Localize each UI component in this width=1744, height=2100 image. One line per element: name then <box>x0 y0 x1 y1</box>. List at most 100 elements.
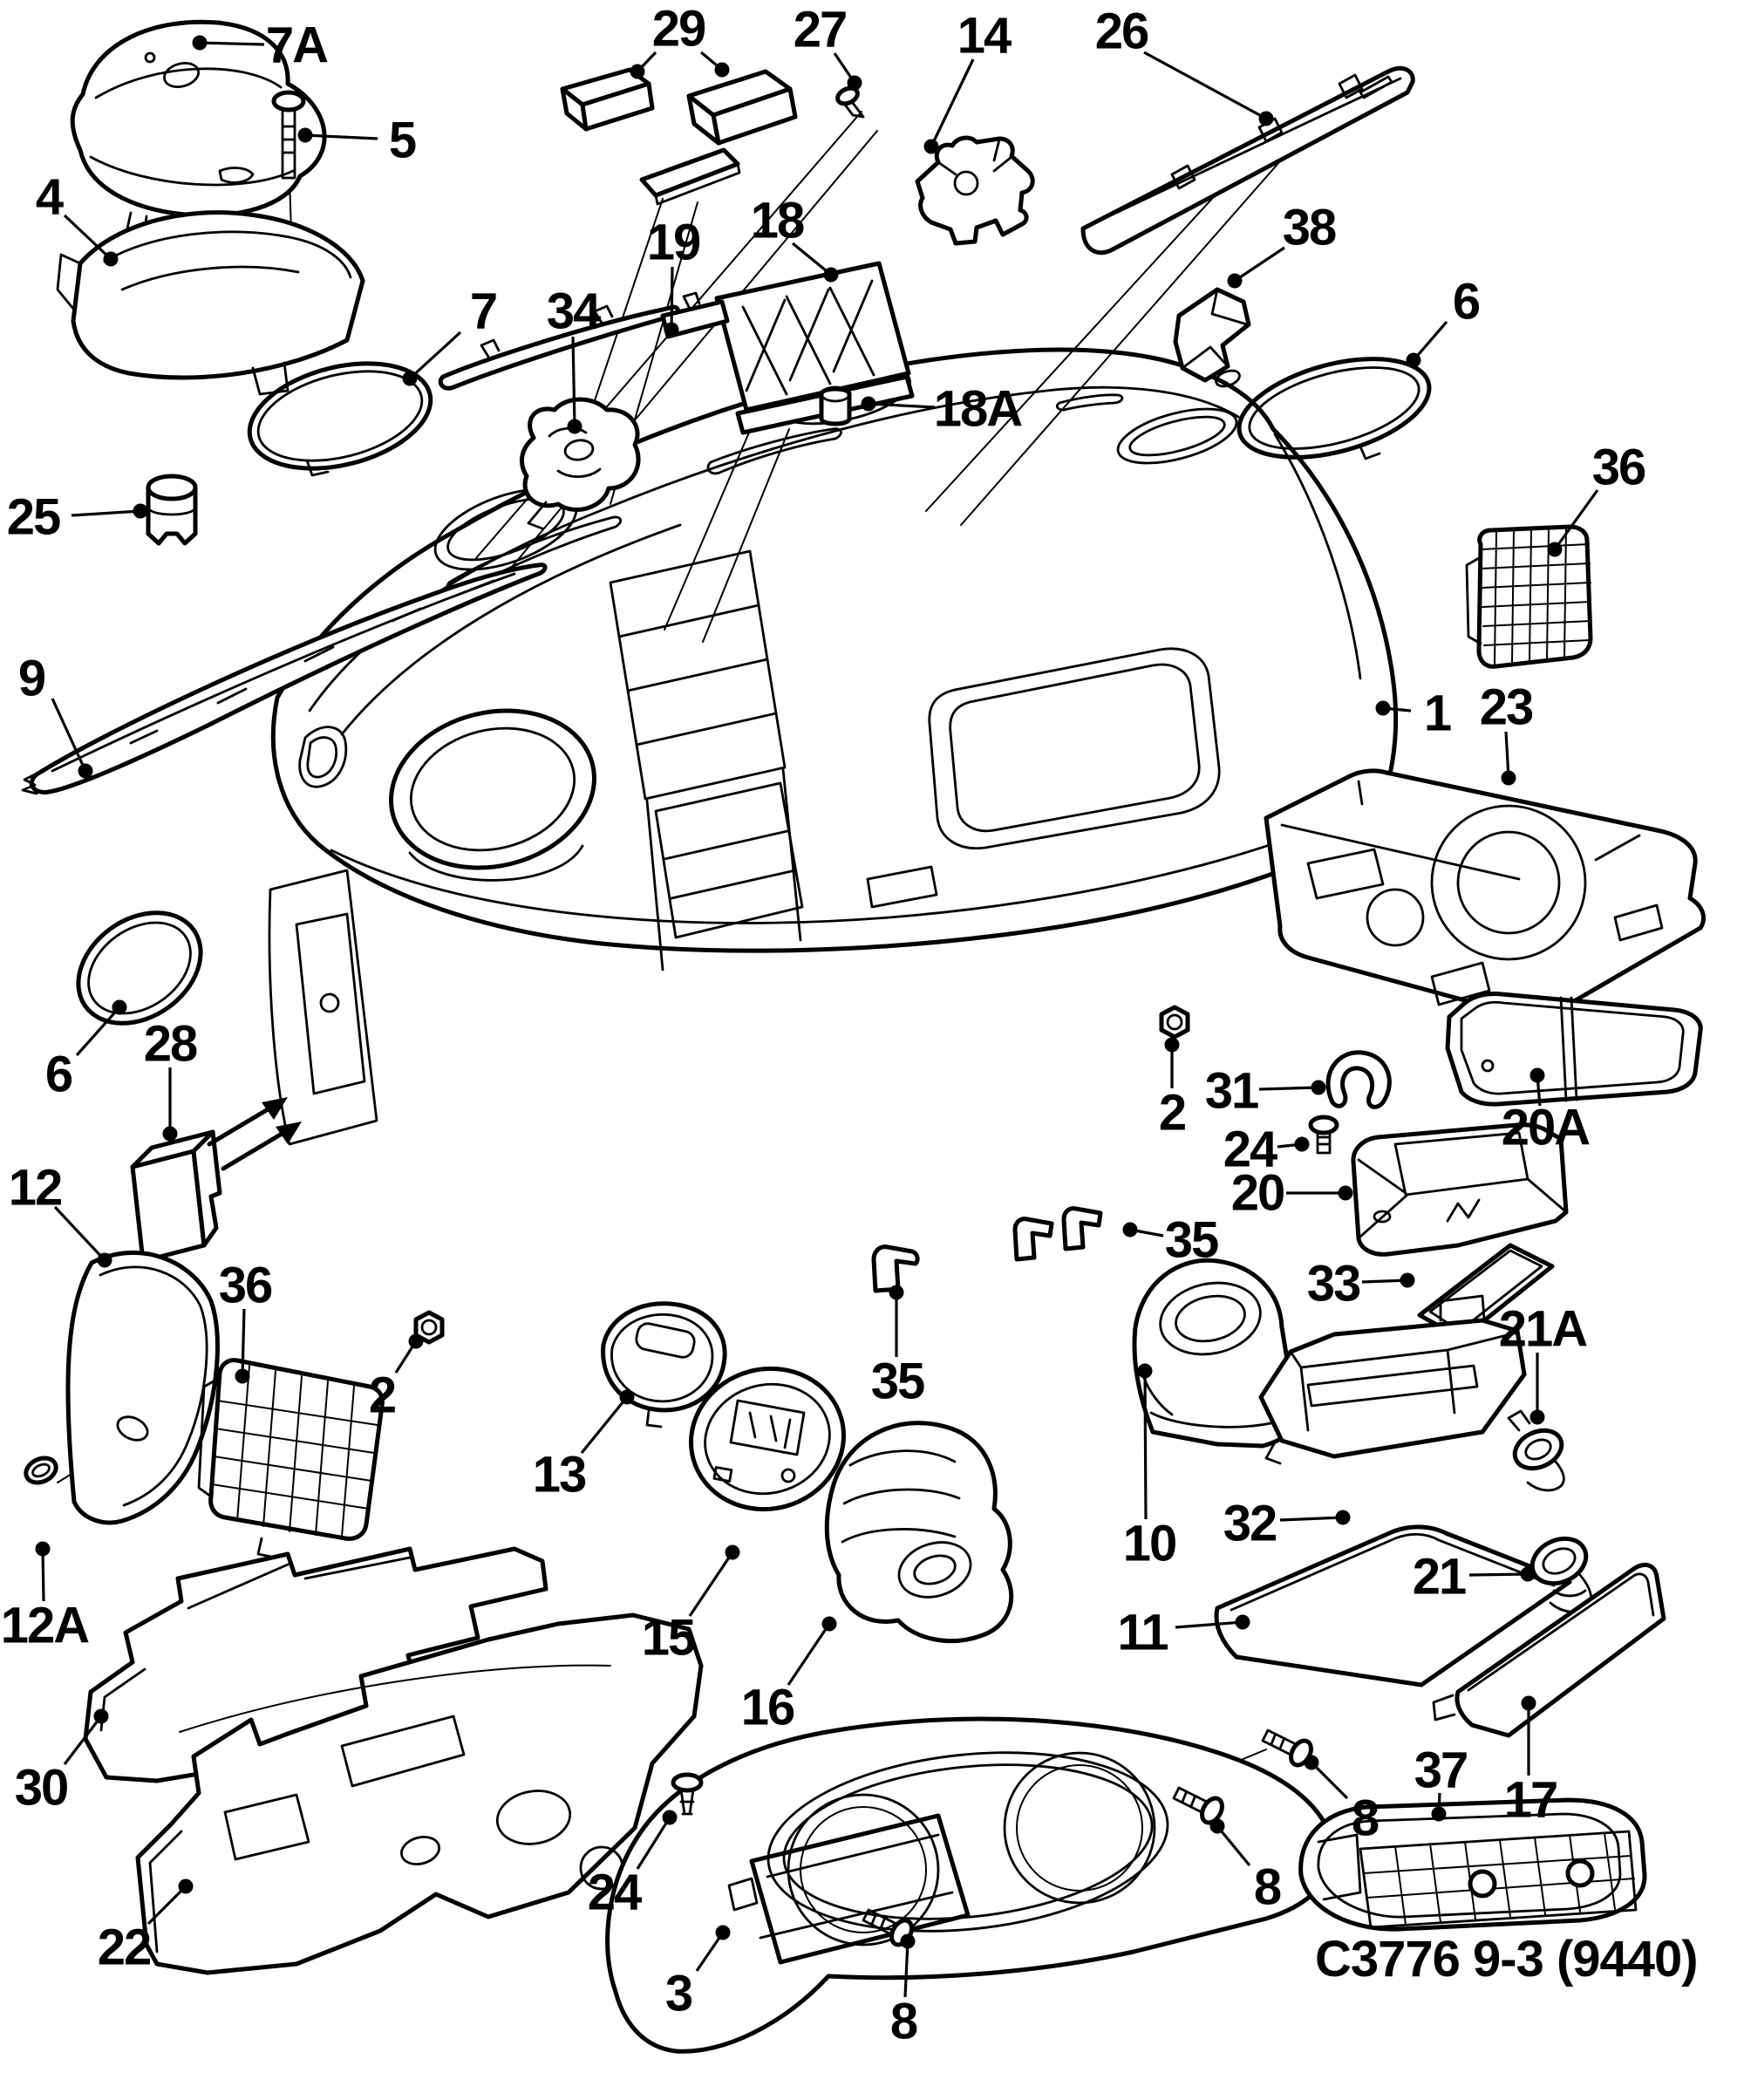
part-6-grille-left <box>76 910 203 1026</box>
svg-text:1: 1 <box>1424 685 1451 742</box>
part-8-screw-b <box>1172 1786 1224 1825</box>
part-label-16-39: 16 <box>741 1616 837 1736</box>
part-2-nut-left <box>413 1310 445 1345</box>
svg-text:8: 8 <box>1254 1859 1281 1916</box>
part-25-cap <box>146 474 198 546</box>
svg-text:23: 23 <box>1480 679 1533 736</box>
svg-text:24: 24 <box>588 1865 642 1921</box>
part-label-15-38: 15 <box>642 1544 740 1667</box>
part-label-20A-28: 20A <box>1502 1067 1591 1156</box>
part-label-18A-13: 18A <box>861 381 1024 438</box>
svg-text:35: 35 <box>871 1353 924 1410</box>
part-label-8-42: 8 <box>1304 1755 1380 1847</box>
part-12-pillar-trim <box>65 1250 220 1525</box>
part-38-bracket <box>1173 287 1251 388</box>
part-label-24-46: 24 <box>588 1810 678 1921</box>
part-32-drawer <box>1258 1294 1527 1465</box>
part-7a-column-cover <box>70 19 327 239</box>
part-label-34-4: 34 <box>547 283 603 434</box>
part-label-38-14: 38 <box>1227 200 1338 289</box>
part-35-clips <box>871 1206 1103 1293</box>
part-12a-oring <box>24 1456 58 1485</box>
part-label-19-11: 19 <box>647 215 702 338</box>
part-9-defroster-strip <box>21 562 548 795</box>
part-label-12A-49: 12A <box>1 1541 91 1654</box>
part-24-screw-bottom <box>671 1772 704 1816</box>
svg-text:3: 3 <box>665 1966 692 2022</box>
part-6-grille-right <box>1236 357 1432 460</box>
mounting-arrows <box>207 1097 302 1171</box>
svg-text:18A: 18A <box>934 381 1023 438</box>
svg-text:38: 38 <box>1283 200 1336 256</box>
part-3-cluster-bezel <box>605 1716 1335 2054</box>
part-label-9-6: 9 <box>18 651 93 779</box>
svg-text:20: 20 <box>1231 1165 1284 1222</box>
svg-text:17: 17 <box>1504 1772 1557 1829</box>
part-17-glovebox-panel <box>1432 1562 1666 1738</box>
part-label-25-5: 25 <box>7 489 148 546</box>
svg-text:12A: 12A <box>1 1598 90 1654</box>
part-label-8-44: 8 <box>890 1933 919 2050</box>
part-37-ashtray <box>1298 1797 1647 1932</box>
part-label-13-37: 13 <box>533 1389 635 1503</box>
part-22-insulation-lower <box>135 1612 704 1975</box>
svg-text:19: 19 <box>647 215 700 271</box>
part-31-clip <box>1325 1050 1392 1109</box>
svg-text:8: 8 <box>890 1994 917 2050</box>
part-label-33-31: 33 <box>1307 1256 1415 1312</box>
part-28-box <box>130 1129 222 1264</box>
svg-text:2: 2 <box>1159 1085 1185 1142</box>
part-label-21-36: 21 <box>1413 1549 1536 1606</box>
part-label-31-25: 31 <box>1205 1063 1326 1120</box>
svg-text:7A: 7A <box>266 17 328 74</box>
part-27-screw <box>835 85 865 119</box>
part-label-6-15: 6 <box>1406 274 1482 368</box>
part-label-17-40: 17 <box>1504 1695 1558 1829</box>
part-label-11-35: 11 <box>1117 1605 1250 1661</box>
svg-text:16: 16 <box>741 1680 794 1736</box>
svg-text:28: 28 <box>144 1016 197 1073</box>
part-label-2-24: 2 <box>1159 1037 1187 1142</box>
part-7-speaker-grille <box>247 361 433 477</box>
part-label-14-9: 14 <box>923 8 1013 154</box>
svg-text:25: 25 <box>7 489 60 546</box>
part-label-30-48: 30 <box>15 1708 109 1817</box>
svg-text:14: 14 <box>957 8 1012 65</box>
part-label-36-16: 36 <box>1547 440 1647 557</box>
part-label-24-26: 24 <box>1223 1122 1310 1178</box>
part-26-windshield-rail <box>1080 66 1415 256</box>
svg-text:27: 27 <box>794 2 847 58</box>
svg-text:29: 29 <box>652 1 705 58</box>
svg-text:36: 36 <box>219 1258 272 1314</box>
svg-text:11: 11 <box>1117 1605 1168 1661</box>
svg-text:12: 12 <box>9 1160 62 1217</box>
part-20-storage-bin <box>1351 1122 1569 1257</box>
svg-text:34: 34 <box>547 283 601 340</box>
part-label-8-43: 8 <box>1209 1818 1283 1916</box>
svg-text:18: 18 <box>751 193 804 249</box>
svg-text:32: 32 <box>1223 1496 1277 1552</box>
part-20a-storage-tray <box>1445 992 1703 1107</box>
part-label-36-22: 36 <box>219 1258 274 1384</box>
svg-text:20A: 20A <box>1502 1100 1591 1156</box>
svg-text:6: 6 <box>1453 274 1480 331</box>
svg-text:9: 9 <box>18 651 45 707</box>
part-label-6-19: 6 <box>45 999 127 1103</box>
part-label-20-27: 20 <box>1231 1165 1353 1222</box>
part-2-nut-right <box>1159 1005 1190 1040</box>
part-36-vent-left <box>197 1358 385 1559</box>
part-label-32-34: 32 <box>1223 1496 1351 1552</box>
svg-text:5: 5 <box>389 112 416 169</box>
svg-text:2: 2 <box>369 1367 395 1424</box>
svg-text:15: 15 <box>642 1610 695 1667</box>
part-label-18-12: 18 <box>751 193 839 283</box>
part-label-22-47: 22 <box>98 1878 194 1976</box>
part-label-2-23: 2 <box>369 1333 424 1424</box>
svg-text:36: 36 <box>1592 440 1645 496</box>
part-34-duct <box>519 397 641 530</box>
part-label-29-7: 29 <box>630 1 730 79</box>
part-label-23-18: 23 <box>1480 679 1535 786</box>
diagram-code: C3776 9-3 (9440) <box>1315 1931 1698 1988</box>
part-label-35-30: 35 <box>1122 1212 1220 1269</box>
